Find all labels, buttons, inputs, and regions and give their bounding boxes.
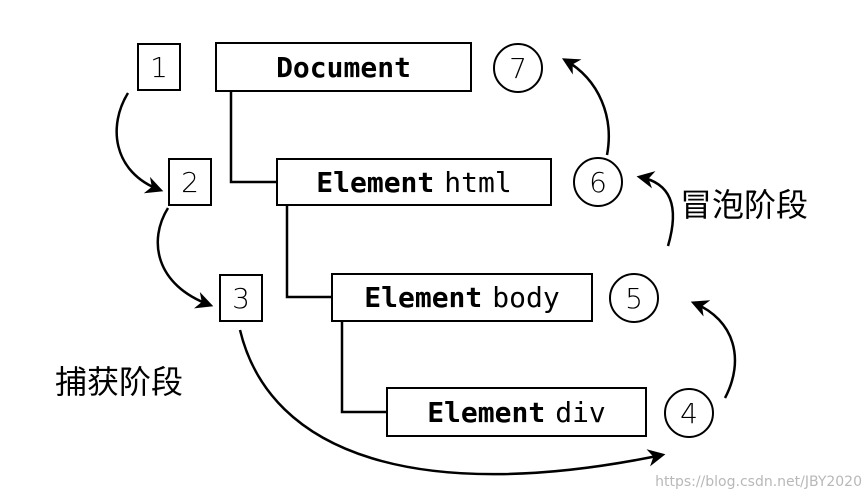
node-body-tag: body [492, 281, 560, 314]
tree-connector [229, 91, 276, 184]
node-div-label: Element [427, 395, 546, 429]
node-html-tag: html [444, 165, 512, 199]
watermark: https://blog.csdn.net/JBY2020 [655, 474, 862, 490]
node-document: Document [215, 42, 472, 92]
bubble-step-4: 4 [664, 388, 714, 438]
capture-arrow-3-4 [238, 329, 666, 476]
bubble-step-5: 5 [609, 273, 659, 323]
capture-arrow-2-3 [156, 207, 214, 309]
capture-step-2: 2 [168, 158, 212, 206]
node-document-label: Document [276, 50, 411, 84]
node-body: Element body [331, 273, 593, 322]
tree-connector [340, 322, 386, 414]
capture-arrow-1-2 [115, 92, 164, 194]
node-div-tag: div [555, 395, 606, 429]
node-html-label: Element [316, 165, 435, 199]
bubble-step-6: 6 [573, 157, 623, 207]
bubble-arrow-5-6 [636, 171, 675, 247]
node-html: Element html [276, 158, 552, 206]
bubble-arrow-4-5 [690, 300, 737, 399]
capture-step-1: 1 [137, 43, 181, 91]
bubble-arrow-6-7 [561, 58, 610, 156]
node-body-label: Element [364, 281, 483, 314]
bubble-step-7: 7 [493, 43, 543, 93]
capture-step-3: 3 [219, 274, 263, 322]
node-div: Element div [386, 387, 647, 437]
capture-phase-label: 捕获阶段 [55, 363, 184, 401]
tree-connector [285, 206, 331, 299]
bubble-phase-label: 冒泡阶段 [680, 186, 809, 224]
